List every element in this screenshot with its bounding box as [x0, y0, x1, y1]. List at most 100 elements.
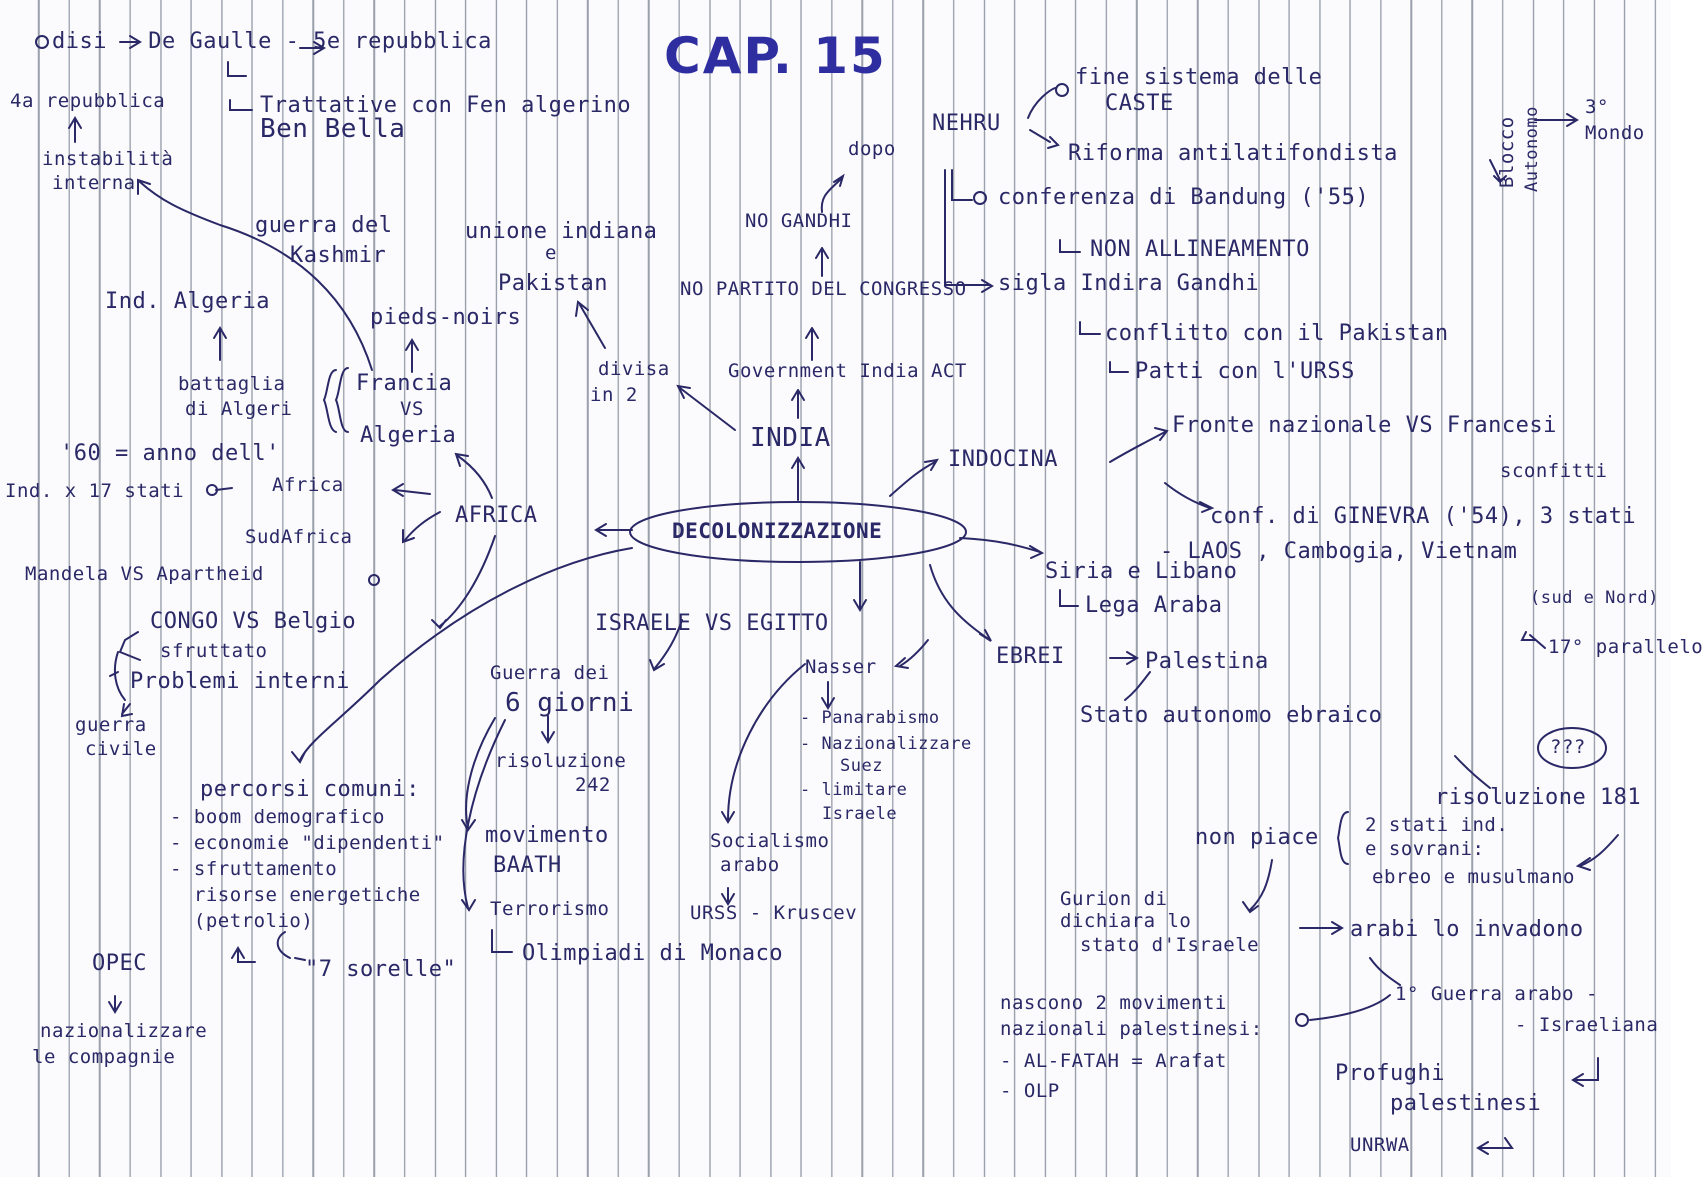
nehru-node: NEHRU	[932, 111, 1001, 136]
ie-baath-2: BAATH	[493, 853, 562, 878]
indocina-stati: - LAOS , Cambogia, Vietnam	[1160, 539, 1518, 564]
ebrei-risoluzione: risoluzione 181	[1435, 785, 1642, 810]
ie-panarabismo: - Panarabismo	[800, 708, 940, 728]
nehru-non-allineamento: NON ALLINEAMENTO	[1090, 237, 1310, 262]
africa-guerra-civile-2: civile	[85, 738, 157, 760]
nehru-caste-1: fine sistema delle	[1075, 65, 1323, 90]
ebrei-prima-guerra-2: - Israeliana	[1515, 1014, 1659, 1036]
indocina-ginevra: conf. di GINEVRA ('54), 3 stati	[1210, 504, 1637, 529]
ie-olimpiadi: Olimpiadi di Monaco	[522, 941, 784, 966]
ebrei-due-stati-2: e sovrani:	[1365, 838, 1485, 860]
india-unione-2: e	[545, 242, 557, 264]
center-node-label: DECOLONIZZAZIONE	[672, 519, 883, 543]
africa-sfruttato: sfruttato	[160, 640, 268, 662]
africa-anno-1: '60 = anno dell'	[60, 441, 280, 466]
ebrei-profughi-2: palestinesi	[1390, 1091, 1542, 1116]
ebrei-prima-guerra-1: 1° Guerra arabo -	[1395, 983, 1598, 1005]
indira-text: sigla Indira Gandhi	[998, 271, 1260, 296]
ebrei-palestina: Palestina	[1145, 649, 1269, 674]
percorsi-item: - boom demografico	[170, 806, 385, 828]
ebrei-qqq: ???	[1550, 736, 1586, 758]
ebrei-olp: - OLP	[1000, 1080, 1060, 1102]
ebrei-movimenti-2: nazionali palestinesi:	[1000, 1018, 1263, 1040]
india-node: INDIA	[750, 423, 831, 453]
africa-mandela: Mandela VS Apartheid	[25, 563, 264, 585]
africa-congo: CONGO VS Belgio	[150, 609, 357, 634]
blocco-1: Blocco	[1496, 116, 1518, 188]
africa-node: AFRICA	[455, 503, 538, 528]
indocina-node: INDOCINA	[948, 447, 1058, 472]
africa-sudafrica: SudAfrica	[245, 526, 353, 548]
ebrei-gurion-1: Gurion di	[1060, 888, 1168, 910]
terzo-mondo-2: Mondo	[1585, 122, 1645, 144]
africa-instabilita-1: instabilità	[42, 148, 174, 170]
africa-stati: Ind. x 17 stati	[5, 480, 185, 502]
ie-socialismo-2: arabo	[720, 854, 780, 876]
percorsi-naz-2: le compagnie	[32, 1046, 176, 1068]
indira-patti: Patti con l'URSS	[1135, 359, 1355, 384]
percorsi-item: - sfruttamento	[170, 858, 338, 880]
percorsi-item: risorse energetiche	[170, 884, 421, 906]
percorsi-opec: OPEC	[92, 951, 147, 976]
ie-baath-1: movimento	[485, 823, 609, 848]
percorsi-sorelle: "7 sorelle"	[305, 957, 457, 982]
india-divisa-1: divisa	[598, 358, 670, 380]
percorsi-item: (petrolio)	[170, 910, 314, 932]
africa-francia-3: Algeria	[360, 423, 457, 448]
africa-francia-1: Francia	[356, 371, 453, 396]
india-guerra-1: guerra del	[255, 213, 393, 238]
india-act-text: Government India ACT	[728, 360, 967, 382]
ebrei-due-stati-1: 2 stati ind.	[1365, 814, 1509, 836]
indocina-sud-nord: (sud e Nord)	[1530, 588, 1659, 608]
india-unione-3: Pakistan	[498, 271, 608, 296]
israele-egitto-node: ISRAELE VS EGITTO	[595, 611, 829, 636]
ie-terrorismo: Terrorismo	[490, 898, 610, 920]
ie-guerra-2: 6 giorni	[505, 688, 635, 718]
ebrei-stato-autonomo: Stato autonomo ebraico	[1080, 703, 1383, 728]
ebrei-gurion-3: stato d'Israele	[1080, 934, 1260, 956]
africa-de-gaulle: disi - De Gaulle - 5e repubblica	[52, 29, 492, 54]
africa-problemi: Problemi interni	[130, 669, 350, 694]
india-dopo-text: dopo	[848, 138, 896, 160]
africa-anno-2: Africa	[272, 474, 344, 496]
ebrei-gurion-2: dichiara lo	[1060, 910, 1192, 932]
africa-trattative: Trattative con Fen algerino	[260, 93, 632, 118]
percorsi-naz-1: nazionalizzare	[40, 1020, 208, 1042]
ebrei-non-piace: non piace	[1195, 825, 1319, 850]
ebrei-unrwa: UNRWA	[1350, 1134, 1410, 1156]
africa-instabilita-2: interna	[52, 172, 136, 194]
india-guerra-2: Kashmir	[290, 243, 387, 268]
ie-guerra-1: Guerra dei	[490, 662, 610, 684]
ie-risoluzione-2: 242	[575, 774, 611, 796]
ie-limitare-2: Israele	[822, 804, 898, 824]
africa-quarta: 4a repubblica	[10, 90, 166, 112]
africa-francia-2: VS	[400, 398, 424, 420]
center-bubble	[629, 501, 967, 563]
ebrei-node: EBREI	[996, 644, 1065, 669]
blocco-2: Autonomo	[1522, 106, 1542, 192]
india-divisa-2: in 2	[590, 384, 638, 406]
ebrei-profughi-1: Profughi	[1335, 1061, 1445, 1086]
nehru-riforma: Riforma antilatifondista	[1068, 141, 1398, 166]
africa-battaglia-1: battaglia	[178, 373, 286, 395]
ie-limitare-1: - limitare	[800, 780, 908, 800]
india-unione-1: unione indiana	[465, 219, 658, 244]
percorsi-item: - economie "dipendenti"	[170, 832, 445, 854]
page-title: CAP. 15	[664, 27, 887, 85]
ebrei-al-fatah: - AL-FATAH = Arafat	[1000, 1050, 1227, 1072]
ie-urss: URSS - Kruscev	[690, 902, 858, 924]
indocina-fronte-1: Fronte nazionale VS Francesi	[1172, 413, 1557, 438]
indocina-parallelo: 17° parallelo	[1548, 636, 1703, 658]
siria-lega: Lega Araba	[1085, 593, 1223, 618]
india-partito-text: NO PARTITO DEL CONGRESSO	[680, 278, 967, 300]
siria-node: Siria e Libano	[1045, 559, 1238, 584]
africa-pieds: pieds-noirs	[370, 305, 522, 330]
ie-risoluzione-1: risoluzione	[495, 750, 627, 772]
ebrei-movimenti-1: nascono 2 movimenti	[1000, 992, 1227, 1014]
africa-ben-bella: Ben Bella	[260, 114, 406, 144]
ebrei-arabi: arabi lo invadono	[1350, 917, 1584, 942]
ie-socialismo-1: Socialismo	[710, 830, 830, 852]
terzo-mondo-1: 3°	[1585, 96, 1609, 118]
